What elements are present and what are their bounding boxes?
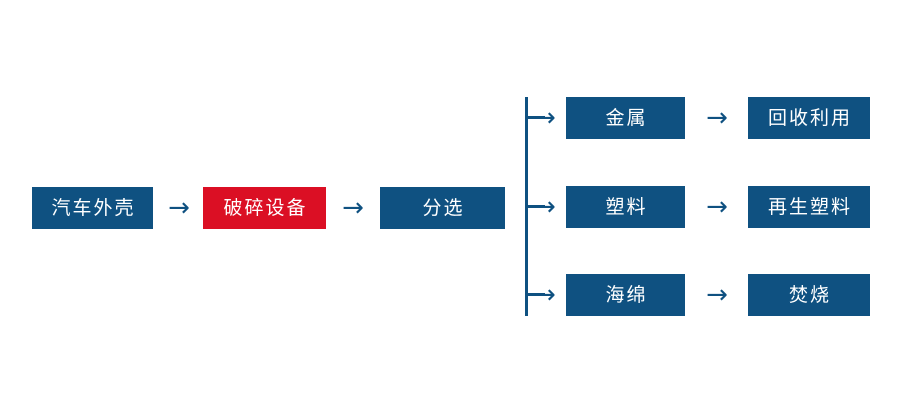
branch-stem-2	[525, 205, 545, 208]
node-car-shell[interactable]: 汽车外壳	[32, 187, 153, 229]
node-sorting[interactable]: 分选	[380, 187, 505, 229]
branch-stem-3	[525, 293, 545, 296]
arrow-right-icon-branch-2: →	[534, 192, 556, 222]
node-plastic[interactable]: 塑料	[566, 186, 685, 228]
node-recycling-reuse[interactable]: 回收利用	[748, 97, 870, 139]
node-regenerated-plastic[interactable]: 再生塑料	[748, 186, 870, 228]
arrow-right-icon-branch-3: →	[534, 280, 556, 310]
arrow-right-icon-main-1: →	[168, 193, 190, 223]
arrow-right-icon-branch-1: →	[534, 103, 556, 133]
node-label: 回收利用	[767, 106, 852, 129]
node-label: 分选	[422, 196, 465, 219]
node-label: 海绵	[605, 283, 648, 306]
branch-stem-1	[525, 116, 545, 119]
node-sponge[interactable]: 海绵	[566, 274, 685, 316]
node-label: 焚烧	[788, 283, 831, 306]
node-label: 金属	[605, 106, 648, 129]
arrow-right-icon-main-2: →	[342, 193, 364, 223]
node-label: 破碎设备	[223, 196, 308, 219]
node-label: 塑料	[605, 195, 648, 218]
arrow-right-icon-row-1: →	[706, 103, 728, 133]
arrow-right-icon-row-2: →	[706, 192, 728, 222]
node-label: 再生塑料	[767, 195, 852, 218]
node-shredding-equipment[interactable]: 破碎设备	[203, 187, 326, 229]
node-incineration[interactable]: 焚烧	[748, 274, 870, 316]
node-metal[interactable]: 金属	[566, 97, 685, 139]
node-label: 汽车外壳	[51, 196, 136, 219]
arrow-right-icon-row-3: →	[706, 280, 728, 310]
